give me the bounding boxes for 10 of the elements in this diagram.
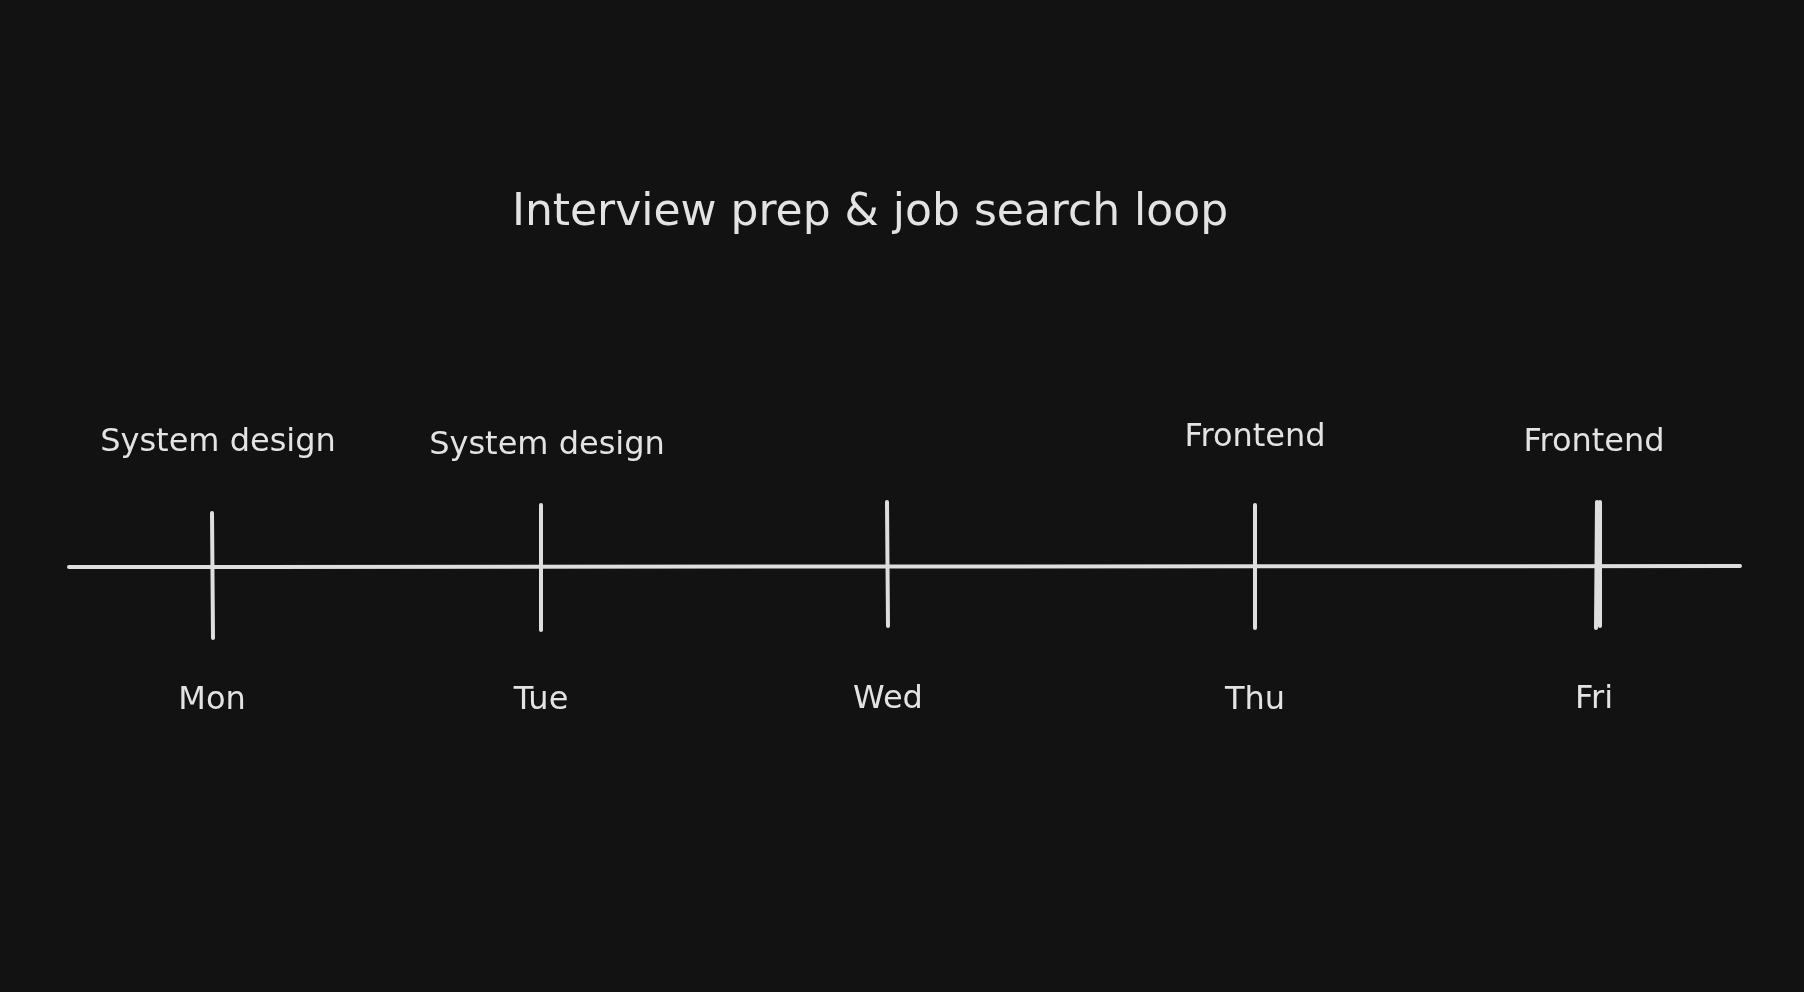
topic-label: System design bbox=[100, 421, 336, 459]
day-label: Wed bbox=[853, 678, 923, 716]
day-label: Tue bbox=[513, 679, 569, 717]
diagram-title: Interview prep & job search loop bbox=[511, 183, 1229, 235]
topic-label: System design bbox=[429, 424, 665, 462]
topic-label: Frontend bbox=[1184, 416, 1326, 454]
day-label: Fri bbox=[1574, 678, 1614, 716]
day-label: Mon bbox=[178, 679, 246, 717]
day-label: Thu bbox=[1224, 679, 1286, 717]
topic-label: Frontend bbox=[1523, 421, 1665, 459]
